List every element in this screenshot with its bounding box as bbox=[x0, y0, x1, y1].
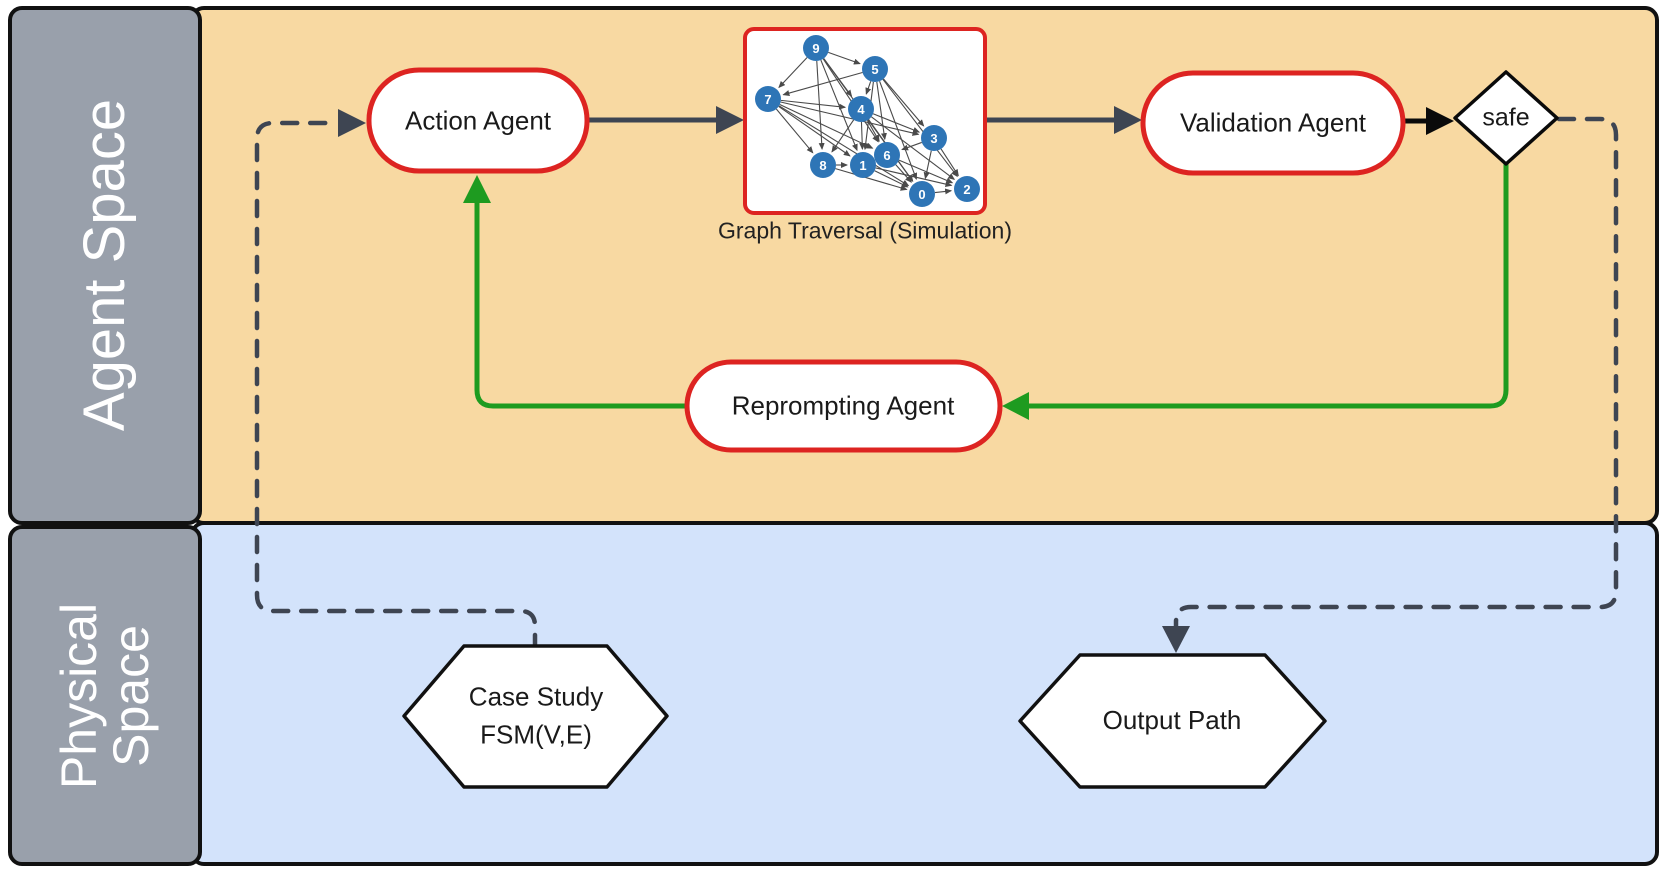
arrowhead-into-reprompting bbox=[1002, 392, 1029, 420]
safe-decision-diamond bbox=[1453, 70, 1559, 166]
graph-node-1 bbox=[850, 152, 876, 178]
graph-caption: Graph Traversal (Simulation) bbox=[718, 217, 1012, 244]
graph-edge bbox=[780, 101, 920, 136]
physical-space-label: Physical Space bbox=[51, 602, 159, 790]
graph-node-0 bbox=[909, 181, 935, 207]
edge-safe-to-output-path bbox=[1173, 116, 1619, 635]
graph-node-6 bbox=[874, 142, 900, 168]
graph-node-label-8: 8 bbox=[819, 158, 826, 173]
agent-space-tab bbox=[8, 6, 202, 525]
graph-node-4 bbox=[848, 96, 874, 122]
graph-node-label-5: 5 bbox=[871, 62, 878, 77]
case-study-label: Case Study FSM(V,E) bbox=[469, 678, 603, 753]
safe-label: safe bbox=[1482, 103, 1530, 132]
graph-node-label-3: 3 bbox=[930, 131, 937, 146]
arrowhead-into-action-bottom bbox=[463, 175, 491, 203]
graph-edge bbox=[831, 119, 855, 153]
graph-edge bbox=[876, 81, 887, 141]
action-agent-node bbox=[366, 67, 590, 174]
validation-agent-node bbox=[1140, 70, 1406, 176]
graph-edge bbox=[780, 99, 847, 110]
graph-edge bbox=[898, 159, 954, 184]
graph-node-7 bbox=[755, 86, 781, 112]
graph-edge bbox=[779, 104, 874, 149]
arrowhead-into-graph bbox=[716, 106, 744, 134]
edge-reprompting-to-action bbox=[474, 200, 687, 409]
edge-case-study-to-action-agent bbox=[254, 120, 538, 653]
case-study-line1: Case Study bbox=[468, 681, 604, 712]
graph-edge bbox=[822, 58, 879, 143]
graph-edge bbox=[778, 57, 808, 89]
graph-node-label-0: 0 bbox=[918, 187, 925, 202]
validation-agent-label: Validation Agent bbox=[1180, 107, 1366, 138]
graph-node-label-6: 6 bbox=[883, 148, 890, 163]
physical-space-tab bbox=[8, 525, 202, 866]
graph-node-9 bbox=[803, 35, 829, 61]
reprompting-agent-label: Reprompting Agent bbox=[731, 390, 955, 421]
agent-space-label: Agent Space bbox=[71, 98, 137, 432]
graph-node-label-2: 2 bbox=[963, 182, 970, 197]
graph-node-8 bbox=[810, 152, 836, 178]
arrowhead-into-output-path bbox=[1162, 626, 1190, 653]
case-study-hexagon bbox=[402, 644, 669, 789]
graph-edge-lines bbox=[775, 51, 959, 195]
graph-edge bbox=[934, 188, 953, 195]
graph-edge bbox=[775, 108, 814, 154]
graph-edge bbox=[883, 78, 925, 127]
graph-node-label-4: 4 bbox=[857, 102, 865, 117]
graph-edge bbox=[872, 113, 921, 133]
graph-node-5 bbox=[862, 56, 888, 82]
graph-node-label-1: 1 bbox=[859, 158, 866, 173]
graph-edge bbox=[882, 78, 958, 178]
graph-edge bbox=[895, 164, 912, 183]
graph-edge bbox=[871, 116, 956, 180]
arrowhead-into-validation bbox=[1114, 106, 1142, 134]
case-study-line2: FSM(V,E) bbox=[480, 719, 592, 749]
graph-node-2 bbox=[954, 176, 980, 202]
graph-edge bbox=[782, 71, 863, 96]
output-path-hexagon bbox=[1018, 653, 1327, 789]
physical-space-line2: Space bbox=[103, 625, 159, 767]
graph-edge bbox=[859, 121, 866, 151]
output-path-label: Output Path bbox=[1102, 705, 1242, 736]
graph-edge bbox=[923, 150, 932, 180]
physical-space-line1: Physical bbox=[51, 602, 107, 790]
graph-edge bbox=[778, 105, 910, 187]
arrowhead-into-safe bbox=[1426, 107, 1454, 135]
graph-edge bbox=[874, 170, 909, 188]
graph-edge bbox=[835, 168, 908, 191]
arrowhead-into-action-agent bbox=[338, 109, 366, 137]
edge-safe-to-reprompting bbox=[1026, 163, 1509, 409]
graph-edge bbox=[865, 81, 872, 95]
reprompting-agent-node bbox=[684, 359, 1003, 453]
graph-node-label-9: 9 bbox=[812, 41, 819, 56]
graph-edge bbox=[901, 141, 922, 151]
graph-node-label-7: 7 bbox=[764, 92, 771, 107]
graph-edge bbox=[875, 167, 953, 187]
graph-edge bbox=[866, 120, 880, 142]
action-agent-label: Action Agent bbox=[405, 105, 551, 136]
graph-node-3 bbox=[921, 125, 947, 151]
graph-edge bbox=[778, 105, 851, 157]
graph-edge bbox=[940, 148, 959, 177]
graph-edge bbox=[828, 51, 861, 65]
physical-space-panel bbox=[190, 521, 1659, 866]
